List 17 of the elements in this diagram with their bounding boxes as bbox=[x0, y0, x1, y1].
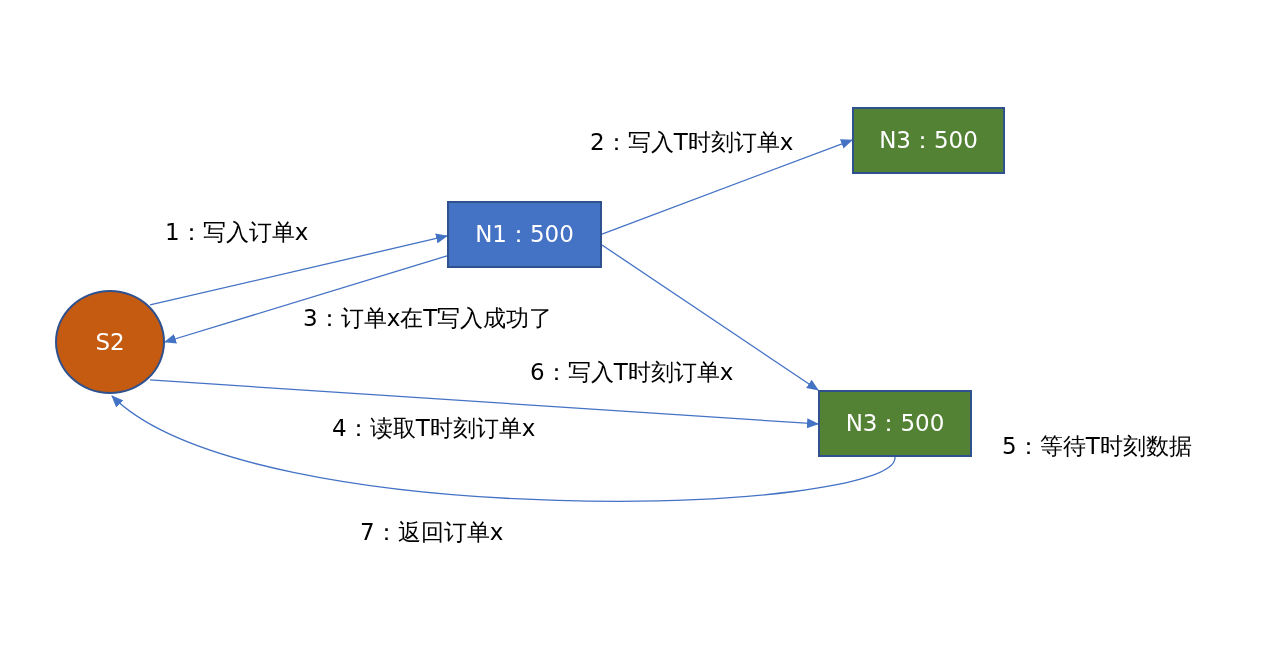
arrow bbox=[164, 255, 448, 344]
step-note: 5：等待T时刻数据 bbox=[1002, 432, 1192, 460]
edge-label: 1：写入订单x bbox=[165, 218, 309, 246]
edge-label: 2：写入T时刻订单x bbox=[590, 128, 794, 156]
arrow bbox=[601, 139, 853, 235]
arrow bbox=[111, 395, 896, 502]
arrow bbox=[149, 379, 819, 429]
server-circle: S2 bbox=[55, 290, 165, 394]
node-box: N3：500 bbox=[818, 390, 972, 457]
arrow bbox=[601, 244, 819, 391]
arrow bbox=[149, 233, 448, 306]
edge-label: 7：返回订单x bbox=[360, 518, 504, 546]
node-box: N3：500 bbox=[852, 107, 1005, 174]
edge-label: 3：订单x在T写入成功了 bbox=[303, 304, 553, 332]
edge-label: 6：写入T时刻订单x bbox=[530, 358, 734, 386]
edge-label: 4：读取T时刻订单x bbox=[332, 414, 536, 442]
node-box: N1：500 bbox=[447, 201, 602, 268]
